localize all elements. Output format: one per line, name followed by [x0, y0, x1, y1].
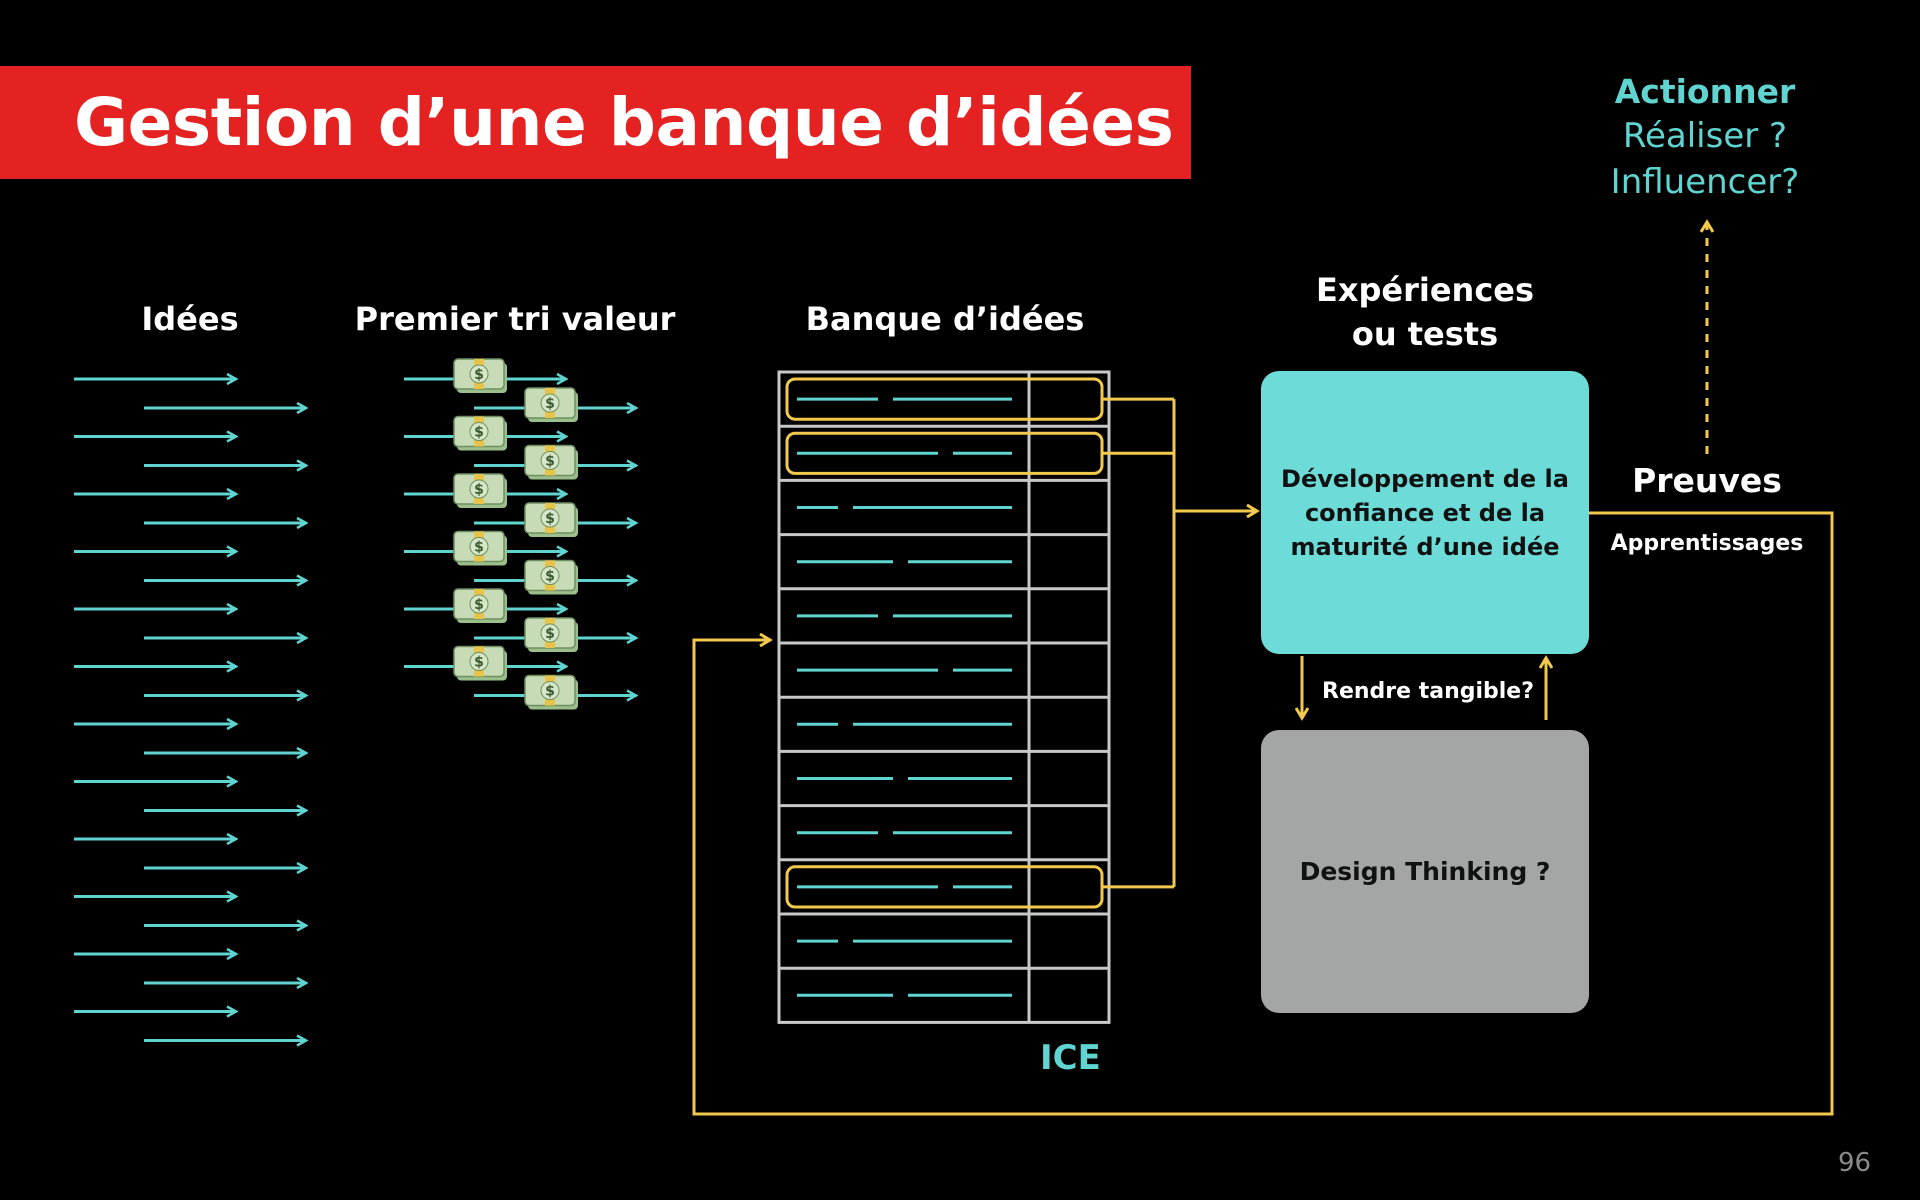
dollar-sign: $: [545, 511, 555, 527]
dollar-sign: $: [474, 540, 484, 556]
dollar-sign: $: [474, 367, 484, 383]
action-heading: Actionner: [1614, 72, 1796, 111]
bill-seal: [469, 479, 489, 499]
proofs-label: Preuves: [1632, 461, 1782, 500]
ice-label: ICE: [1040, 1038, 1101, 1078]
money-bag-icon: $: [453, 473, 507, 508]
bill-seal: [469, 422, 489, 441]
money-bag-icon: $: [524, 559, 578, 595]
bill-seal: [540, 393, 560, 413]
money-bag-icon: $: [453, 645, 507, 681]
dollar-sign: $: [474, 655, 484, 671]
feedback-loop-arrow: [692, 511, 1834, 1116]
dollar-sign: $: [545, 626, 555, 642]
tangible-label: Rendre tangible?: [1322, 679, 1534, 704]
design-thinking-box: Design Thinking ?: [1261, 730, 1589, 1013]
page-number: 96: [1838, 1148, 1872, 1178]
money-bag-icon: $: [453, 530, 507, 566]
idea-bank-table: [777, 370, 1111, 1024]
dollar-sign: $: [545, 396, 555, 412]
bill-seal: [540, 623, 560, 643]
bill-seal: [469, 364, 489, 384]
confidence-box: Développement de la confiance et de la m…: [1261, 371, 1589, 654]
money-bag-icon: $: [524, 502, 578, 537]
money-icons: $ $ $ $ $ $ $ $ $ $ $ $: [453, 358, 578, 710]
action-line-influence: Influencer?: [1610, 162, 1800, 202]
bill-seal: [540, 566, 560, 585]
experiments-heading: Expériences ou tests: [1315, 271, 1535, 353]
sorted-idea-arrows: [404, 379, 636, 696]
money-bag-icon: $: [524, 444, 578, 480]
dollar-sign: $: [474, 597, 484, 613]
page-title: Gestion d’une banque d’idées: [74, 84, 1174, 161]
money-bag-icon: $: [453, 588, 507, 623]
ideas-heading: Idées: [141, 300, 239, 338]
money-bag-icon: $: [453, 358, 507, 393]
flow-connectors: [692, 222, 1834, 1116]
bill-seal: [469, 652, 489, 671]
dollar-sign: $: [545, 569, 555, 585]
bill-seal: [469, 594, 489, 614]
idea-arrows: [74, 379, 306, 1041]
confidence-text: Développement de la confiance et de la m…: [1281, 464, 1569, 561]
bill-seal: [540, 451, 560, 470]
title-banner: [0, 66, 1191, 179]
dollar-sign: $: [474, 482, 484, 498]
dollar-sign: $: [545, 684, 555, 700]
money-bag-icon: $: [453, 415, 507, 451]
design-thinking-text: Design Thinking ?: [1299, 857, 1551, 886]
money-bag-icon: $: [524, 387, 578, 422]
money-bag-icon: $: [524, 674, 578, 710]
bank-heading: Banque d’idées: [805, 300, 1085, 338]
bill-seal: [540, 508, 560, 528]
bill-seal: [540, 681, 560, 700]
action-line-realize: Réaliser ?: [1622, 116, 1788, 156]
bill-seal: [469, 537, 489, 556]
first-sort-heading: Premier tri valeur: [354, 300, 676, 338]
dollar-sign: $: [545, 454, 555, 470]
learnings-label: Apprentissages: [1610, 531, 1804, 556]
dollar-sign: $: [474, 425, 484, 441]
money-bag-icon: $: [524, 617, 578, 652]
